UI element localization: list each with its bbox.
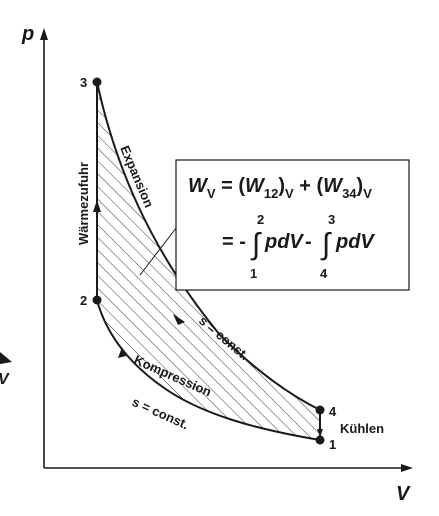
expansion-curve (96, 81, 321, 411)
x-axis-title: V (396, 483, 411, 505)
formula-box: WV = (W12)V + (W34)V = - ∫ 2 1 pdV - ∫ 3… (139, 159, 410, 291)
point-4 (315, 405, 325, 415)
compression-curve (96, 299, 321, 441)
formula-minus: - (305, 231, 312, 253)
heat-in-arrow (93, 200, 101, 212)
point-1-label: 1 (329, 437, 336, 452)
cycle-curves (96, 81, 321, 441)
integral-2-lower: 4 (320, 266, 328, 281)
direction-arrows (93, 200, 323, 437)
axes: p V (21, 23, 413, 505)
formula-line-2-lead: = - (222, 231, 246, 253)
x-axis-arrow (401, 464, 413, 472)
left-margin-mark: V (0, 352, 12, 388)
integral-2-upper: 3 (328, 212, 335, 227)
formula-line-1: WV = (W12)V + (W34)V (188, 175, 372, 201)
point-2-label: 2 (80, 293, 87, 308)
integral-1-lower: 1 (250, 266, 257, 281)
cooling-label: Kühlen (340, 421, 384, 436)
compression-arrow (118, 347, 126, 358)
integral-1-upper: 2 (257, 212, 264, 227)
expansion-arrow (173, 314, 185, 325)
point-4-label: 4 (329, 404, 337, 419)
y-axis-arrow (40, 28, 48, 40)
cooling-arrow (317, 429, 323, 437)
margin-v-label: V (0, 371, 10, 388)
point-3-label: 3 (80, 75, 87, 90)
point-labels: 3 2 4 1 (80, 75, 337, 452)
heat-in-label: Wärmezufuhr (76, 162, 91, 245)
state-points (92, 77, 325, 445)
integral-1-sign: ∫ (250, 228, 262, 261)
point-1 (315, 435, 325, 445)
point-3 (92, 77, 102, 87)
formula-frame (175, 159, 410, 291)
point-2 (92, 295, 102, 305)
formula-leader-line (139, 222, 181, 276)
margin-arrow (0, 352, 12, 364)
y-axis-title: p (21, 23, 34, 45)
integral-2-sign: ∫ (320, 228, 332, 261)
integral-1-body: pdV (264, 231, 304, 253)
integral-2-body: pdV (335, 231, 375, 253)
